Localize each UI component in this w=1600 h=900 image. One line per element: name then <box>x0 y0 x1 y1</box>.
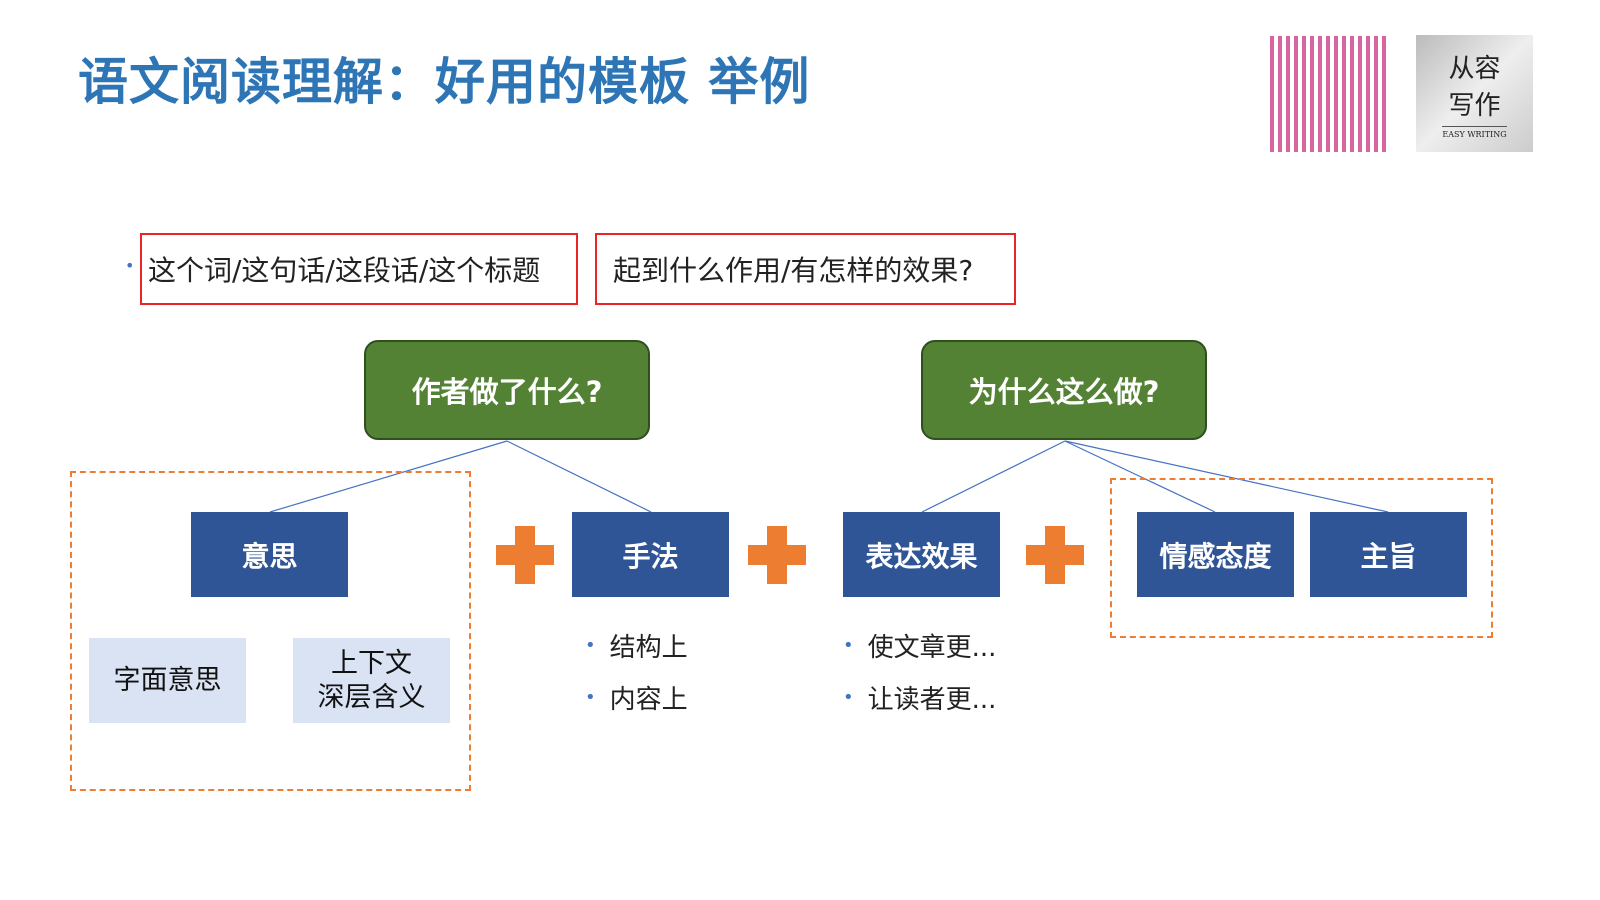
line-why-theme <box>1064 440 1389 513</box>
what-did-author-do-box: 作者做了什么? <box>364 340 650 440</box>
plus-icon <box>748 526 806 584</box>
list-item: •使文章更... <box>843 633 997 663</box>
technique-box: 手法 <box>572 512 729 597</box>
line-what-technique <box>506 440 652 513</box>
wechat-qr-code <box>1270 36 1386 152</box>
deep-meaning-box: 上下文 深层含义 <box>293 638 450 723</box>
bullet-icon: • <box>843 687 854 708</box>
plus-icon <box>496 526 554 584</box>
emotion-theme-group-frame <box>1110 478 1493 638</box>
emotion-box: 情感态度 <box>1137 512 1294 597</box>
effect-box: 表达效果 <box>843 512 1000 597</box>
question-part2: 起到什么作用/有怎样的效果? <box>595 233 1016 305</box>
page-title: 语文阅读理解：好用的模板 举例 <box>78 53 811 111</box>
meaning-box: 意思 <box>191 512 348 597</box>
line-why-emotion <box>1064 440 1216 513</box>
list-item: •内容上 <box>585 685 688 715</box>
literal-meaning-box: 字面意思 <box>89 638 246 723</box>
logo-sub: EASY WRITING <box>1442 126 1507 139</box>
brand-logo: 从容 写作 EASY WRITING <box>1416 35 1533 152</box>
bullet-icon: • <box>585 687 596 708</box>
logo-line1: 从容 <box>1448 54 1501 84</box>
bullet-icon: • <box>585 635 596 656</box>
plus-icon <box>1026 526 1084 584</box>
meaning-group-frame <box>70 471 471 791</box>
line-why-effect <box>921 440 1066 513</box>
why-do-so-box: 为什么这么做? <box>921 340 1207 440</box>
bullet-icon: • <box>843 635 854 656</box>
list-item: •让读者更... <box>843 685 997 715</box>
question-part1: 这个词/这句话/这段话/这个标题 <box>140 233 578 305</box>
bullet-icon: • <box>125 256 135 275</box>
list-item: •结构上 <box>585 633 688 663</box>
logo-line2: 写作 <box>1448 91 1501 121</box>
line-what-meaning <box>269 440 508 513</box>
theme-box: 主旨 <box>1310 512 1467 597</box>
